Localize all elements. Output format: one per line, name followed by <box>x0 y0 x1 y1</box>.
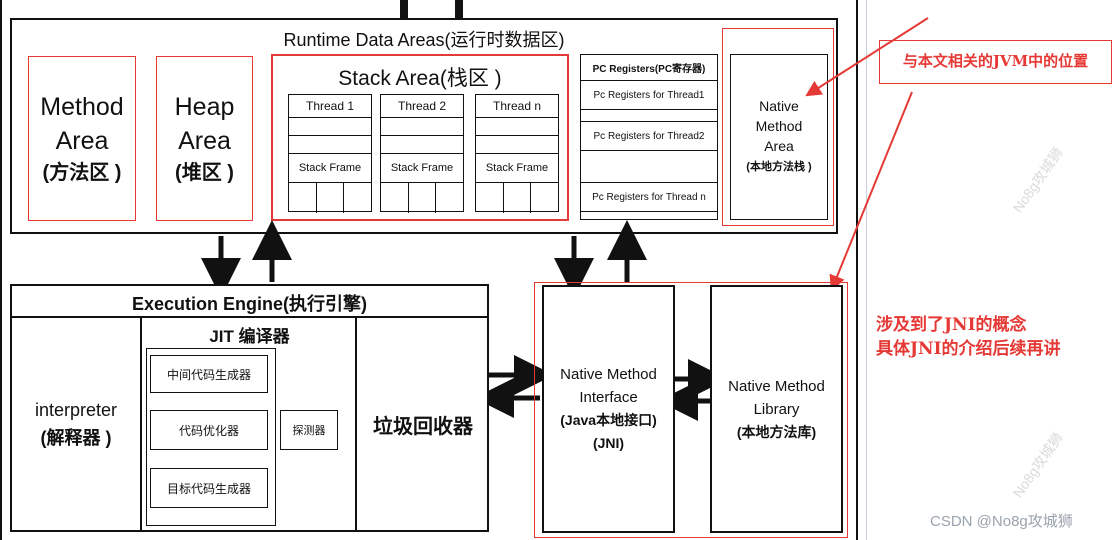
jit-title: JIT 编译器 <box>209 327 290 346</box>
native-method-area: Native Method Area (本地方法栈 ) <box>730 54 828 220</box>
native-method-area-l1: Native <box>759 98 799 114</box>
thread-2-stack-frame: Stack Frame <box>381 154 463 183</box>
jni-highlight <box>534 282 848 538</box>
thread-n-label: Thread n <box>476 95 558 118</box>
thread-2-column: Thread 2 Stack Frame <box>380 94 464 213</box>
pc-registers-title: PC Registers(PC寄存器) <box>592 64 706 75</box>
watermark-credit: CSDN @No8g攻城狮 <box>930 513 1073 530</box>
interpreter: interpreter (解释器 ) <box>12 318 142 530</box>
jit-step-target-code: 目标代码生成器 <box>150 468 268 508</box>
thread-n-column: Thread n Stack Frame <box>475 94 559 213</box>
native-method-area-l3: Area <box>764 138 794 154</box>
thread-n-stack-frame: Stack Frame <box>476 154 558 183</box>
native-method-library: Native Method Library (本地方法库) <box>710 285 843 533</box>
jni-l4: (JNI) <box>592 435 625 451</box>
jit-compiler <box>142 318 357 530</box>
thread-1-stack-frame: Stack Frame <box>289 154 371 183</box>
thread-1-column: Thread 1 Stack Frame <box>288 94 372 213</box>
watermark-diagonal: No8g攻城狮 <box>1009 144 1066 216</box>
interpreter-label: interpreter <box>34 400 118 420</box>
annotation-jvm-position: 与本文相关的JVM中的位置 <box>902 52 1089 70</box>
interpreter-cn: (解释器 ) <box>40 428 112 448</box>
top-arrow-up <box>455 0 463 20</box>
heap-area-l1: Heap <box>174 92 235 121</box>
page-divider <box>866 0 867 540</box>
library-l2: Library <box>753 400 800 418</box>
heap-area-cn: (堆区 ) <box>175 161 234 184</box>
annotation-jni-note-1: 涉及到了JNI的概念 <box>876 315 1027 335</box>
watermark-diagonal-2: No8g攻城狮 <box>1009 429 1066 501</box>
execution-engine-title: Execution Engine(执行引擎) <box>131 294 367 314</box>
method-area-cn: (方法区 ) <box>42 161 122 184</box>
method-area: Method Area (方法区 ) <box>28 56 136 221</box>
method-area-l2: Area <box>55 126 109 155</box>
pc-register-thread-2: Pc Registers for Thread2 <box>580 121 718 151</box>
thread-2-label: Thread 2 <box>381 95 463 118</box>
stack-area <box>271 54 569 221</box>
jit-step-intermediate-code: 中间代码生成器 <box>150 355 268 393</box>
annotation-jni-note-2: 具体JNI的介绍后续再讲 <box>876 339 1061 359</box>
engine-title-divider <box>10 316 489 318</box>
jni-l1: Native Method <box>560 366 657 383</box>
jni-l3: (Java本地接口) <box>560 412 657 428</box>
library-l3: (本地方法库) <box>736 423 817 440</box>
native-method-area-l2: Method <box>755 118 803 134</box>
annotation-jvm-position-box <box>879 40 1112 84</box>
top-arrow-down <box>400 0 408 20</box>
runtime-title: Runtime Data Areas(运行时数据区) <box>283 30 565 50</box>
thread-1-label: Thread 1 <box>289 95 371 118</box>
jit-profiler: 探测器 <box>280 410 338 450</box>
library-l1: Native Method <box>728 377 825 395</box>
pc-register-thread-1: Pc Registers for Thread1 <box>580 80 718 110</box>
method-area-l1: Method <box>40 92 124 121</box>
jit-step-code-optimizer: 代码优化器 <box>150 410 268 450</box>
jni-l2: Interface <box>579 389 638 406</box>
garbage-collector: 垃圾回收器 <box>373 415 473 438</box>
heap-area: Heap Area (堆区 ) <box>156 56 253 221</box>
heap-area-l2: Area <box>178 126 231 155</box>
pc-register-thread-n: Pc Registers for Thread n <box>580 182 718 212</box>
stack-area-title: Stack Area(栈区 ) <box>338 67 502 90</box>
native-method-interface: Native Method Interface (Java本地接口) (JNI) <box>542 285 675 533</box>
native-method-area-cn: (本地方法栈 ) <box>746 161 812 173</box>
